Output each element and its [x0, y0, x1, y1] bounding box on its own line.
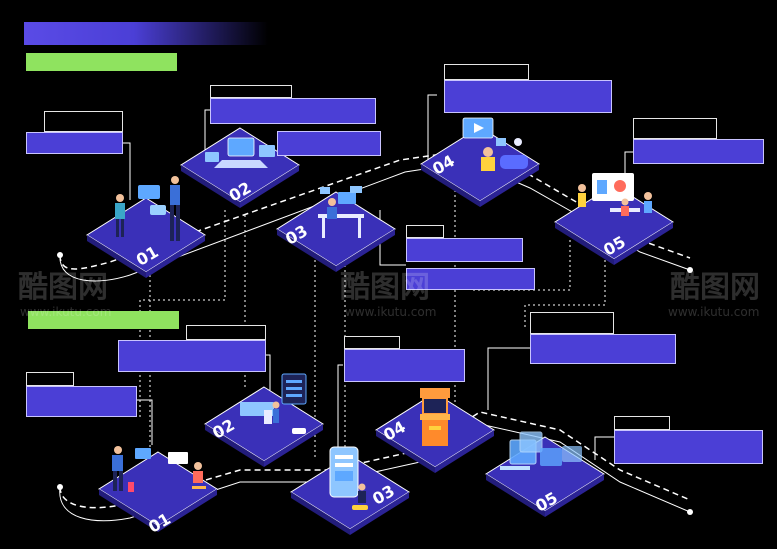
top-step-01-tab: [44, 111, 123, 132]
top-road-dash: [59, 149, 691, 270]
top-step-04-label-box: [444, 80, 612, 113]
top-road-edge: [59, 161, 691, 282]
top-step-03-label-box: [406, 238, 523, 262]
watermark-url-text: www.ikutu.com: [20, 305, 112, 319]
bottom-step-05-tab: [614, 416, 670, 430]
bottom-step-04-label-box: [530, 334, 676, 364]
people-analytics-icon: [115, 176, 180, 241]
watermark-url-text: www.ikutu.com: [345, 305, 437, 319]
top-step-01-label-box: [26, 132, 123, 154]
video-call-icon: [462, 117, 528, 171]
top-step-05-tab: [633, 118, 717, 139]
top-step-05-label-box: [633, 139, 764, 164]
top-step-03-detail-box: [406, 268, 535, 290]
top-step-02-detail-box: [277, 131, 381, 156]
bottom-road-end-dot: [687, 509, 693, 515]
bottom-step-02-label-box: [118, 340, 266, 372]
bottom-step-05-label-box: [614, 430, 763, 464]
monitor-screens-icon: [500, 431, 582, 470]
team-presentation-icon: [578, 173, 652, 216]
watermark-brand-center: 酷图网: [340, 262, 430, 306]
bottom-step-03-label-box: [344, 349, 465, 382]
desk-worker-icon: [318, 186, 364, 238]
server-rack-icon: [240, 373, 307, 434]
section-two-placeholder-bar: [28, 311, 179, 329]
top-step-02-tab: [210, 85, 292, 98]
bottom-road-start-dot: [57, 484, 63, 490]
watermark-url-center: www.ikutu.com: [345, 305, 436, 319]
bottom-step-01-tab: [26, 372, 74, 386]
top-step-04-tab: [444, 64, 529, 80]
top-step-03-tab: [406, 225, 444, 238]
top-road-start-dot: [57, 252, 63, 258]
watermark-brand-text: 酷图网: [18, 270, 108, 305]
watermark-brand-text: 酷图网: [340, 270, 430, 305]
watermark-brand-right: 酷图网: [670, 262, 760, 306]
watermark-brand-text: 酷图网: [670, 270, 760, 305]
bottom-step-02-tab: [186, 325, 266, 340]
bottom-road-dash: [59, 411, 691, 509]
bottom-step-01-label-box: [26, 386, 137, 417]
arcade-machine-icon: [420, 388, 450, 446]
top-step-02-label-box: [210, 98, 376, 124]
subtitle-placeholder-bar: [26, 53, 177, 71]
watermark-brand-left: 酷图网: [18, 262, 108, 306]
bottom-step-04-tab: [530, 312, 614, 334]
watermark-url-right: www.ikutu.com: [668, 305, 759, 319]
bottom-step-03-tab: [344, 336, 400, 349]
watermark-url-left: www.ikutu.com: [20, 305, 111, 319]
team-meeting-icon: [112, 446, 206, 492]
mobile-app-icon: [329, 446, 368, 510]
laptop-dashboard-icon: [205, 137, 275, 168]
watermark-url-text: www.ikutu.com: [668, 305, 760, 319]
top-road-end-dot: [687, 267, 693, 273]
title-placeholder-bar: [24, 22, 268, 45]
